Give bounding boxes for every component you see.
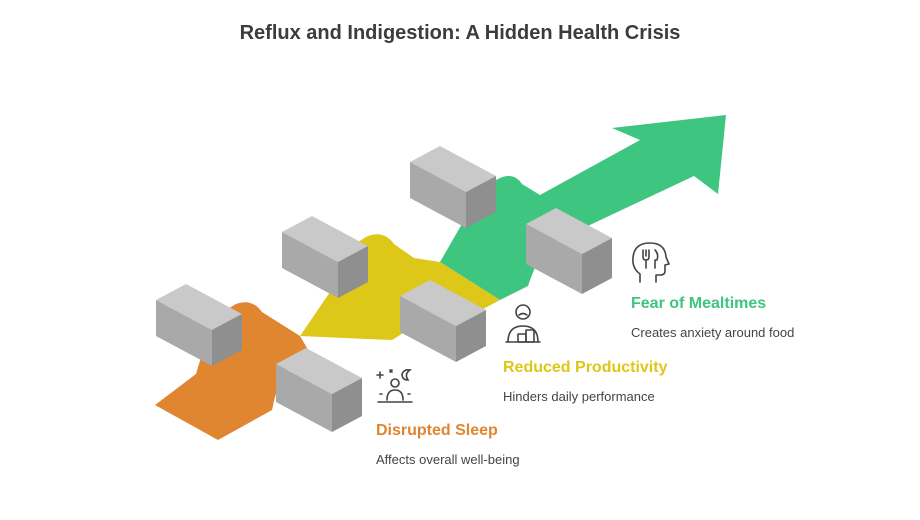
stage-description-fear-of-mealtimes: Creates anxiety around food	[631, 325, 795, 340]
block-back-right	[526, 208, 612, 294]
sleep-icon	[376, 369, 413, 403]
orange-ribbon	[155, 302, 314, 440]
block-front-right	[276, 348, 362, 432]
head-fork-knife-icon	[632, 242, 670, 283]
stage-label-disrupted-sleep: Disrupted Sleep	[376, 422, 498, 439]
block-middle-right	[400, 280, 486, 362]
stage-label-reduced-productivity: Reduced Productivity	[503, 359, 668, 376]
green-arrow	[440, 115, 726, 300]
block-middle-left	[282, 216, 368, 298]
worker-desk-icon	[505, 304, 541, 343]
block-front-left	[156, 284, 242, 366]
stage-description-reduced-productivity: Hinders daily performance	[503, 389, 655, 404]
stage-label-fear-of-mealtimes: Fear of Mealtimes	[631, 295, 767, 312]
page-title: Reflux and Indigestion: A Hidden Health …	[239, 22, 681, 44]
stage-description-disrupted-sleep: Affects overall well-being	[376, 452, 520, 467]
block-back-left	[410, 146, 496, 228]
